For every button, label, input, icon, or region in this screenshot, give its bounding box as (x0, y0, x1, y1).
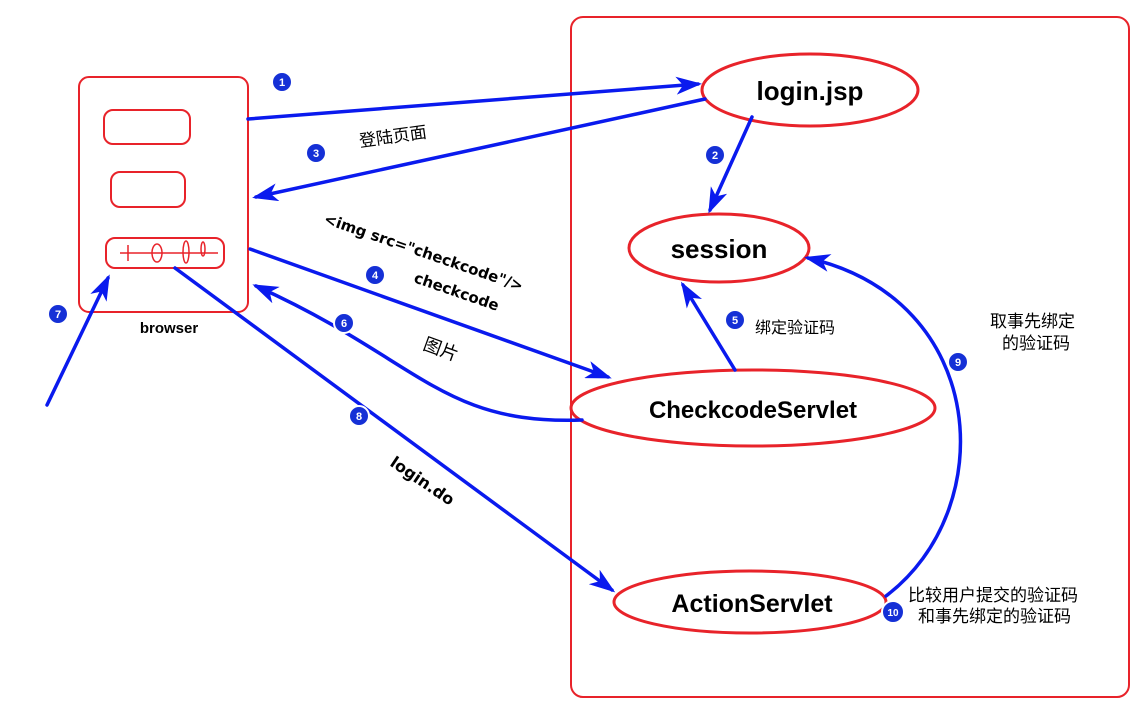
arrow-step-3 (252, 97, 707, 202)
server-container (570, 16, 1130, 698)
label-login-do: login.do (387, 453, 458, 510)
username-field (103, 109, 191, 145)
browser-label: browser (140, 320, 199, 337)
step-badge-4: 4 (364, 264, 386, 286)
step-badge-1-number: 1 (279, 77, 285, 89)
label-compare-line1: 比较用户提交的验证码 (908, 586, 1078, 606)
arrow-step-7 (45, 274, 110, 407)
step-badge-3-number: 3 (313, 148, 319, 160)
arrow-step-4 (248, 247, 612, 379)
step-badge-6: 6 (333, 312, 355, 334)
step-badge-10: 10 (881, 600, 905, 624)
label-fetch-code-line2: 的验证码 (1002, 334, 1070, 354)
label-picture: 图片 (420, 334, 461, 366)
browser-frame (78, 76, 249, 313)
label-fetch-code-line1: 取事先绑定 (990, 312, 1075, 332)
node-login-jsp: login.jsp (700, 52, 920, 128)
captcha-image-icon (120, 240, 218, 264)
step-badge-9-number: 9 (955, 357, 961, 369)
step-badge-2: 2 (704, 144, 726, 166)
password-field (110, 171, 186, 208)
label-login-page: 登陆页面 (358, 123, 428, 152)
step-badge-7: 7 (47, 303, 69, 325)
step-badge-2-number: 2 (712, 150, 718, 162)
browser-window: browser (78, 76, 249, 337)
node-session-label: session (671, 234, 768, 264)
step-badge-4-number: 4 (372, 270, 379, 282)
arrow-step-1 (246, 76, 702, 121)
arrow-step-5 (680, 281, 737, 372)
step-badge-8: 8 (348, 405, 370, 427)
step-badge-5-number: 5 (732, 315, 738, 327)
arrow-step-9 (804, 254, 963, 598)
step-badge-7-number: 7 (55, 309, 61, 321)
step-badge-6-number: 6 (341, 318, 347, 330)
captcha-field (105, 237, 225, 269)
step-badge-5: 5 (724, 309, 746, 331)
step-badge-8-number: 8 (356, 411, 362, 423)
step-badge-3: 3 (305, 142, 327, 164)
node-action-servlet: ActionServlet (612, 569, 888, 635)
step-badge-9: 9 (947, 351, 969, 373)
arrow-step-2 (708, 115, 754, 214)
node-login-jsp-label: login.jsp (757, 76, 864, 106)
node-checkcode-servlet: CheckcodeServlet (569, 368, 937, 448)
arrow-step-6 (252, 284, 584, 422)
node-checkcode-servlet-label: CheckcodeServlet (649, 397, 857, 424)
node-action-servlet-label: ActionServlet (671, 590, 833, 618)
arrow-step-8 (173, 266, 616, 593)
node-session: session (627, 212, 811, 284)
label-bind-code: 绑定验证码 (755, 318, 835, 337)
step-badge-1: 1 (271, 71, 293, 93)
step-badge-10-number: 10 (887, 608, 899, 619)
label-compare-line2: 和事先绑定的验证码 (918, 607, 1071, 627)
